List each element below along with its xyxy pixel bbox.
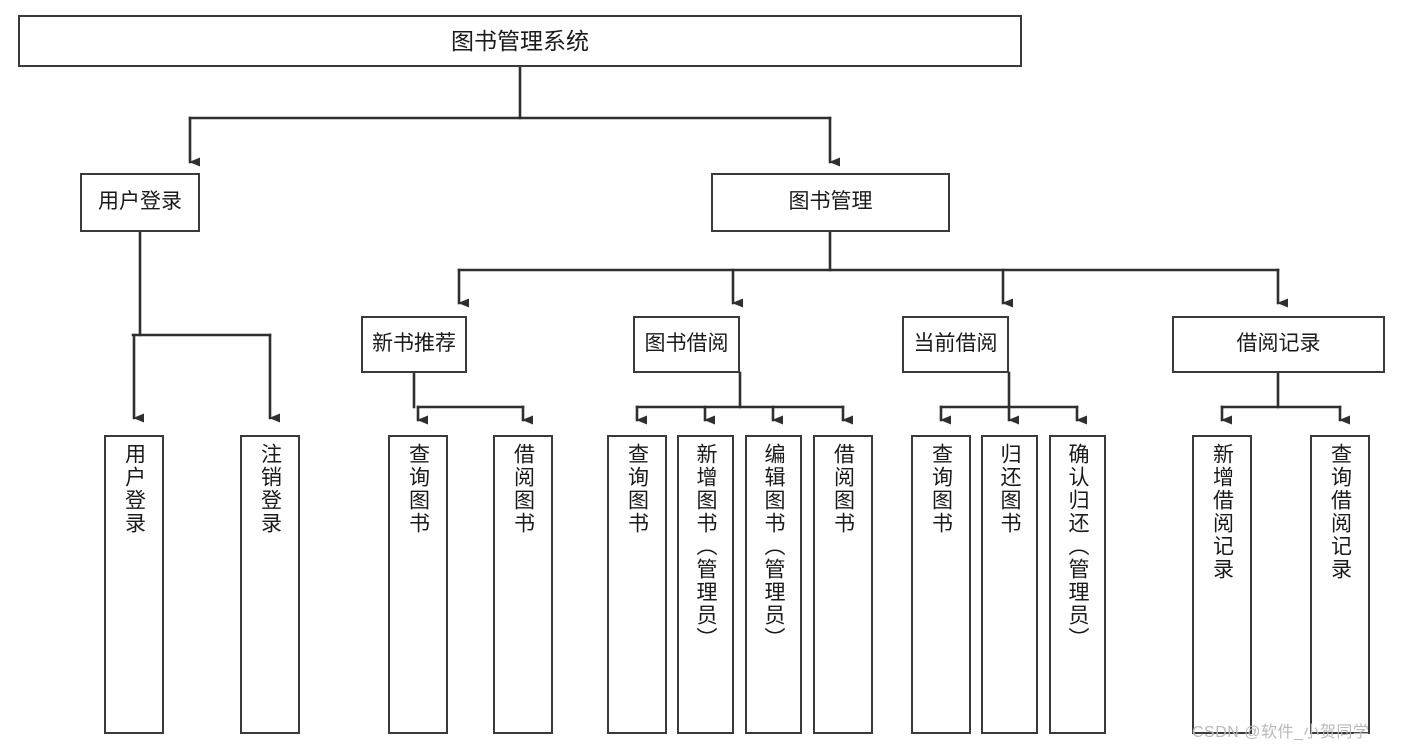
leaf-logout[interactable]: 注销登录 <box>240 435 300 734</box>
node-book-borrow[interactable]: 图书借阅 <box>633 316 740 373</box>
leaf-borrow-book[interactable]: 借阅图书 <box>813 435 873 734</box>
node-label: 图书管理 <box>788 190 873 214</box>
leaf-label: 确认归还（管理员） <box>1066 443 1089 650</box>
node-user-login[interactable]: 用户登录 <box>80 173 200 232</box>
leaf-label: 查询图书 <box>929 443 953 535</box>
leaf-label: 查询借阅记录 <box>1328 443 1352 581</box>
leaf-label: 查询图书 <box>406 443 430 535</box>
leaf-edit-book-admin[interactable]: 编辑图书（管理员） <box>745 435 802 734</box>
leaf-query-borrow-record[interactable]: 查询借阅记录 <box>1310 435 1370 734</box>
leaf-add-book-admin[interactable]: 新增图书（管理员） <box>677 435 734 734</box>
leaf-confirm-return-admin[interactable]: 确认归还（管理员） <box>1049 435 1106 734</box>
leaf-add-borrow-record[interactable]: 新增借阅记录 <box>1192 435 1252 734</box>
node-current-borrow[interactable]: 当前借阅 <box>902 316 1009 373</box>
leaf-label: 借阅图书 <box>511 443 535 535</box>
node-book-management[interactable]: 图书管理 <box>711 173 950 232</box>
node-label: 新书推荐 <box>372 332 456 356</box>
leaf-label: 注销登录 <box>258 443 282 535</box>
node-label: 借阅记录 <box>1236 332 1321 356</box>
node-label: 用户登录 <box>98 190 182 214</box>
node-label: 当前借阅 <box>913 332 998 356</box>
leaf-query-book-borrow[interactable]: 查询图书 <box>607 435 667 734</box>
leaf-label: 查询图书 <box>625 443 649 535</box>
leaf-query-book-recommend[interactable]: 查询图书 <box>388 435 448 734</box>
leaf-user-login[interactable]: 用户登录 <box>104 435 164 734</box>
watermark-credit: CSDN @软件_小贺同学 <box>1192 724 1370 741</box>
leaf-label: 新增借阅记录 <box>1210 443 1234 581</box>
leaf-label: 借阅图书 <box>831 443 855 535</box>
node-root-system[interactable]: 图书管理系统 <box>18 15 1022 67</box>
node-label: 图书借阅 <box>644 332 729 356</box>
leaf-label: 用户登录 <box>122 443 146 535</box>
leaf-label: 编辑图书（管理员） <box>762 443 785 650</box>
node-new-book-recommend[interactable]: 新书推荐 <box>361 316 467 373</box>
leaf-label: 归还图书 <box>998 443 1021 535</box>
node-borrow-record[interactable]: 借阅记录 <box>1172 316 1385 373</box>
node-label: 图书管理系统 <box>451 27 589 54</box>
leaf-query-book-current[interactable]: 查询图书 <box>911 435 971 734</box>
leaf-return-book[interactable]: 归还图书 <box>981 435 1038 734</box>
leaf-label: 新增图书（管理员） <box>694 443 717 650</box>
leaf-borrow-book-recommend[interactable]: 借阅图书 <box>493 435 553 734</box>
